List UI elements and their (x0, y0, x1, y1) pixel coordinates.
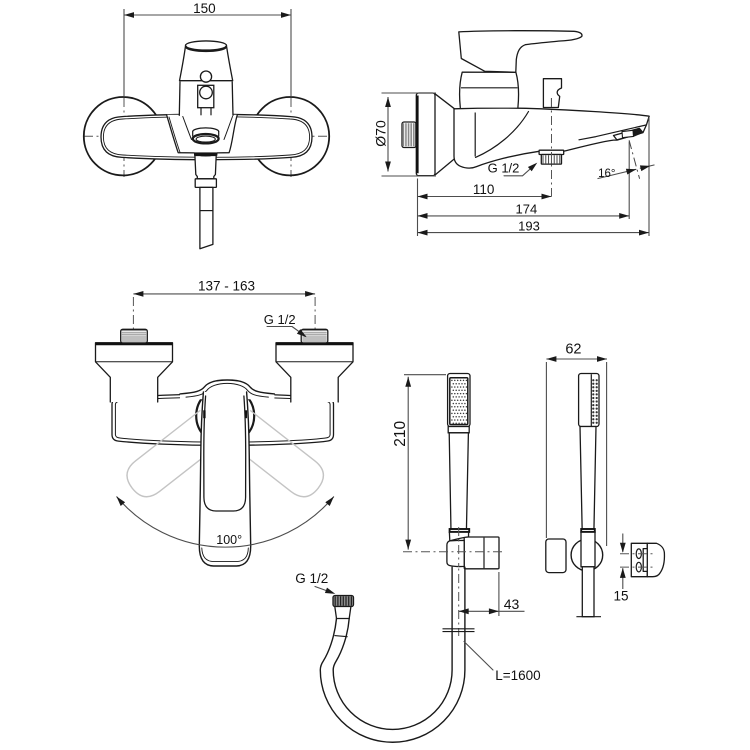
svg-text:L=1600: L=1600 (495, 668, 540, 683)
svg-text:15: 15 (613, 589, 628, 604)
svg-text:210: 210 (392, 420, 409, 446)
svg-text:100°: 100° (216, 533, 242, 547)
svg-text:193: 193 (518, 218, 540, 233)
svg-text:174: 174 (516, 202, 538, 217)
svg-text:G 1/2: G 1/2 (295, 571, 328, 586)
svg-text:43: 43 (504, 596, 520, 612)
svg-text:G 1/2: G 1/2 (488, 161, 520, 176)
svg-text:110: 110 (473, 182, 495, 197)
svg-text:G 1/2: G 1/2 (264, 312, 296, 327)
svg-text:62: 62 (565, 342, 581, 358)
svg-text:16°: 16° (598, 168, 615, 180)
svg-text:150: 150 (193, 1, 216, 16)
svg-text:Ø70: Ø70 (373, 120, 389, 147)
svg-text:137 - 163: 137 - 163 (198, 278, 255, 293)
